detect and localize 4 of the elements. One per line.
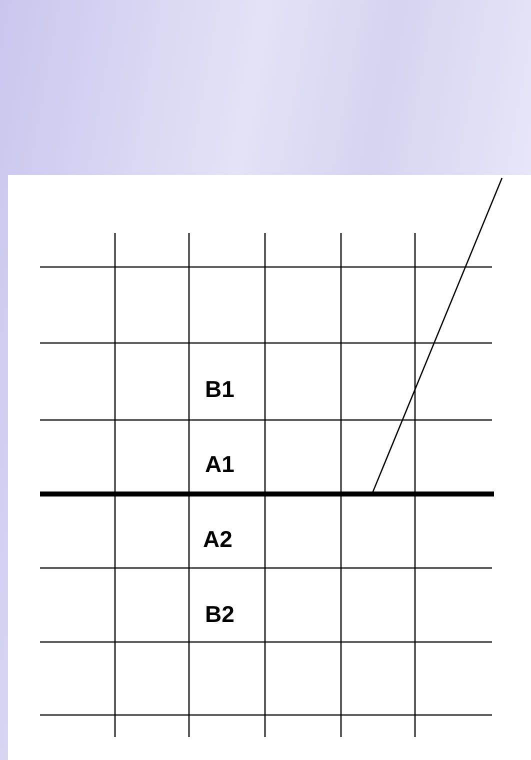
cell-label: A2 bbox=[203, 528, 232, 551]
cell-label: B2 bbox=[205, 603, 234, 626]
cell-label: B1 bbox=[205, 378, 234, 401]
cell-label: A1 bbox=[205, 453, 234, 476]
